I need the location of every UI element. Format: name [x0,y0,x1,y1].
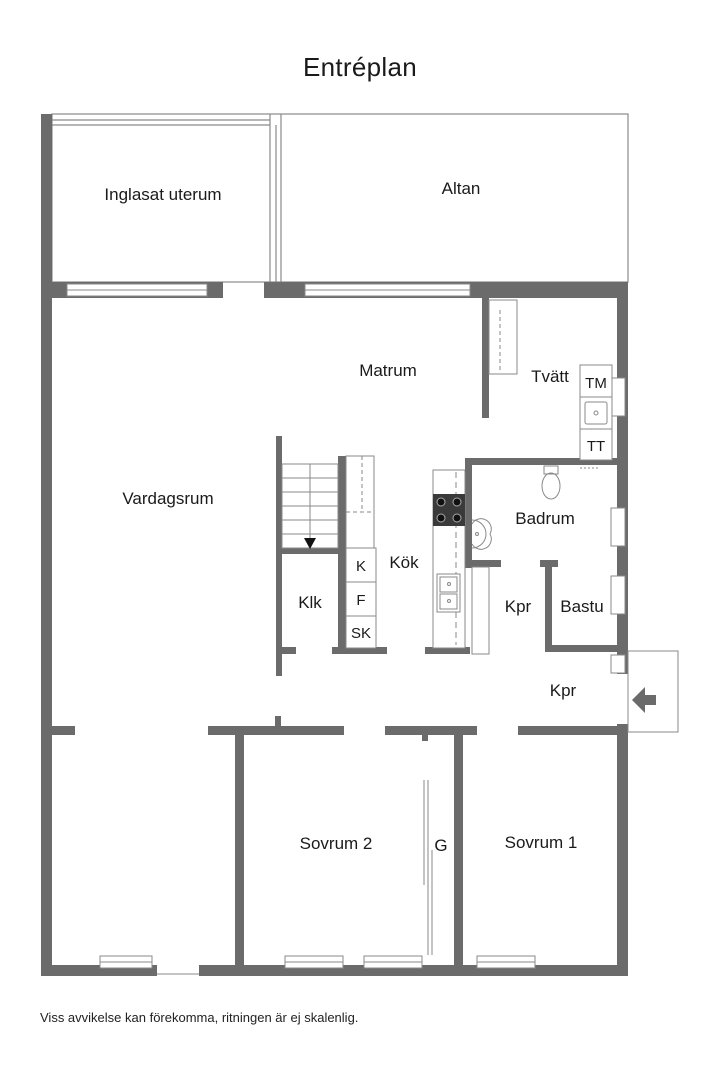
room-label-bastu: Bastu [560,597,603,616]
room-label-tvatt: Tvätt [531,367,569,386]
windows [66,283,626,969]
room-labels: Inglasat uterum Altan Matrum Tvätt Varda… [104,179,603,855]
staircase [281,463,339,549]
stair-arrow-icon [304,538,316,549]
stove-icon [433,494,465,526]
sink-icon [436,573,461,613]
room-label-g: G [434,836,447,855]
room-label-matrum: Matrum [359,361,417,380]
bathroom-fixtures [471,465,600,655]
disclaimer-text: Viss avvikelse kan förekomma, ritningen … [40,1010,359,1025]
wardrobe-g [423,780,433,955]
room-label-sovrum-2: Sovrum 2 [300,834,373,853]
room-label-kpr-hall: Kpr [550,681,577,700]
room-label-kok: Kök [389,553,419,572]
page-title: Entréplan [303,52,417,82]
room-label-altan: Altan [442,179,481,198]
fixture-labels: TM TT K F SK [351,375,607,642]
entrance-gap [616,674,629,724]
room-label-klk: Klk [298,593,322,612]
room-label-badrum: Badrum [515,509,575,528]
room-label-inglasat-uterum: Inglasat uterum [104,185,221,204]
entrance-arrow-icon [632,687,656,713]
laundry-fixtures [488,299,613,461]
cabinets [345,455,377,649]
room-label-sovrum-1: Sovrum 1 [505,833,578,852]
kitchen [432,462,471,649]
fixture-label-tt: TT [587,438,605,455]
entrance [627,650,679,733]
fixture-label-k: K [356,558,366,575]
fixture-label-sk: SK [351,625,371,642]
fixture-label-tm: TM [585,375,607,392]
room-label-kpr-inner: Kpr [505,597,532,616]
fixture-label-f: F [356,592,365,609]
room-label-vardagsrum: Vardagsrum [122,489,213,508]
south-door-gap [157,964,199,977]
